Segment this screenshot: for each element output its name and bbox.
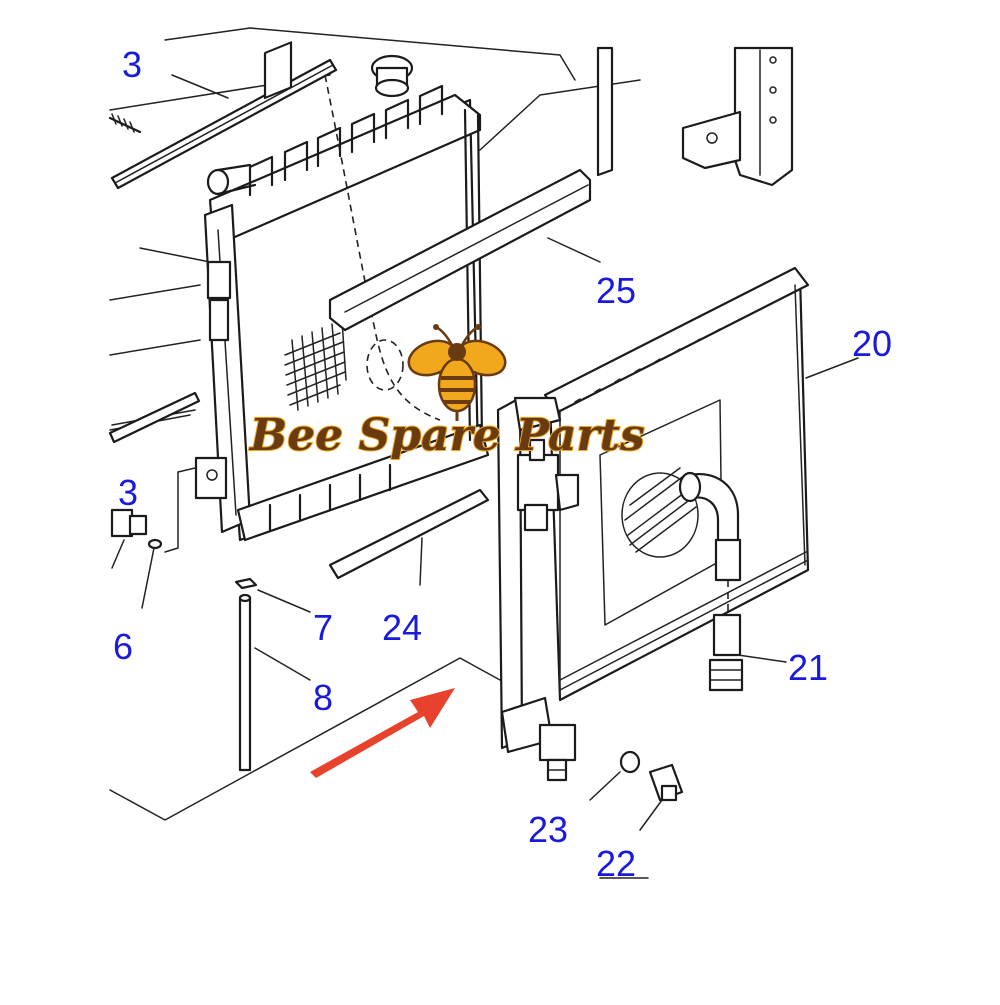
hose-21 (678, 471, 744, 692)
callout-20: 20 (852, 323, 892, 364)
bee-logo (407, 324, 507, 421)
callout-22: 22 (596, 843, 636, 884)
callout-21: 21 (788, 647, 828, 688)
drain-plug-6 (110, 467, 196, 553)
callout-23: 23 (528, 809, 568, 850)
bar-25 (328, 168, 592, 332)
callout-24: 24 (382, 607, 422, 648)
indicator-arrow (310, 688, 455, 778)
oil-cooler (543, 266, 810, 702)
mount-bracket (681, 46, 794, 187)
leader-lines (111, 74, 859, 879)
rod-8 (238, 593, 252, 772)
callout-7: 7 (313, 607, 333, 648)
callout-3-left: 3 (118, 472, 138, 513)
front-plate (496, 396, 580, 750)
callout-8: 8 (313, 677, 333, 718)
callout-6: 6 (113, 626, 133, 667)
post-upper (596, 46, 614, 177)
watermark-text: Bee Spare Parts (248, 410, 645, 461)
screw (108, 113, 142, 134)
bar-24 (328, 488, 490, 580)
callout-3-top: 3 (122, 44, 142, 85)
drain-valve (500, 696, 684, 802)
callout-labels: 3 25 20 3 6 7 24 8 21 23 22 (113, 44, 892, 884)
radiator-mesh (284, 319, 347, 411)
clip-7 (234, 577, 258, 590)
seal-strip-left (108, 391, 201, 444)
callout-25: 25 (596, 270, 636, 311)
